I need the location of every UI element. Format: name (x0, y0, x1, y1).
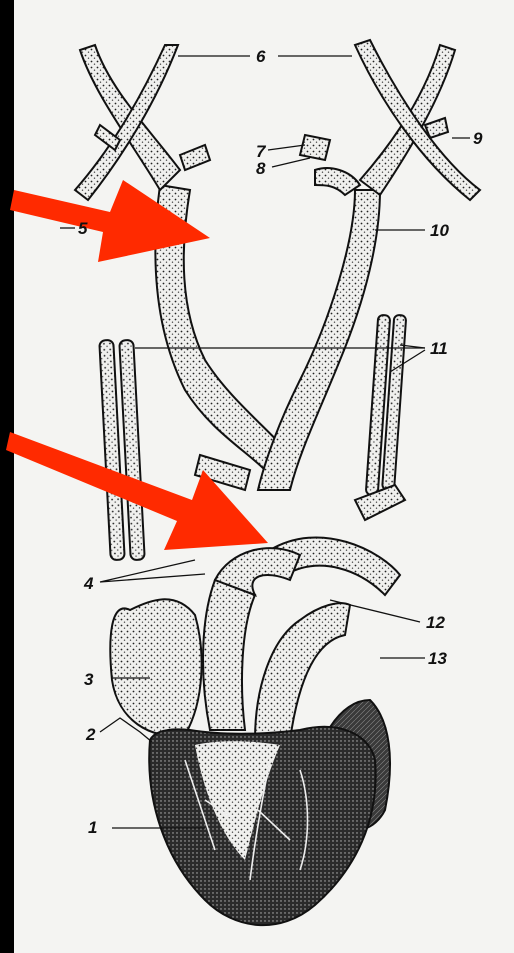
right-common-carotid (258, 190, 380, 490)
right-atrium (110, 599, 201, 735)
label-9: 9 (473, 129, 483, 148)
label-5: 5 (78, 219, 88, 238)
label-6: 6 (256, 47, 266, 66)
label-13: 13 (428, 649, 447, 668)
label-3: 3 (84, 670, 94, 689)
label-11: 11 (430, 339, 448, 358)
label-1: 1 (88, 818, 97, 837)
label-12: 12 (426, 613, 445, 632)
label-10: 10 (430, 221, 449, 240)
label-2: 2 (85, 725, 96, 744)
label-8: 8 (256, 159, 266, 178)
annotation-arrows (6, 180, 268, 550)
label-4: 4 (83, 574, 94, 593)
aorta-ascending (203, 580, 255, 730)
great-vessels (203, 548, 350, 740)
